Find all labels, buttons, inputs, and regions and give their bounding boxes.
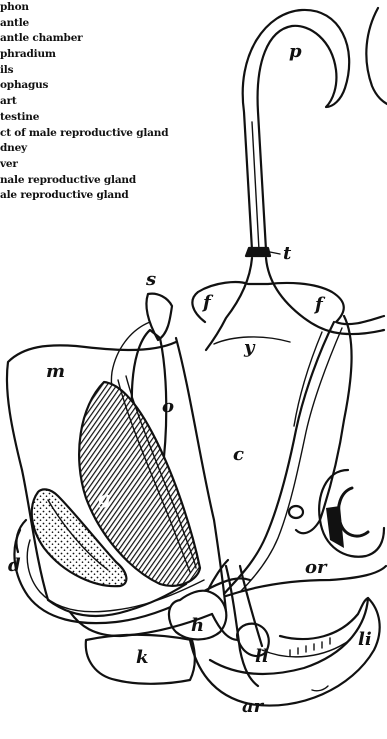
right-node	[289, 506, 303, 518]
edge-curve	[366, 8, 387, 104]
siphon-base	[246, 248, 270, 256]
label-g: g	[98, 488, 111, 509]
d-pointer	[16, 520, 26, 552]
siphon-inner-line	[252, 122, 259, 250]
label-o: o	[162, 396, 174, 417]
label-m: m	[46, 361, 65, 382]
label-c: c	[233, 444, 244, 465]
vessel-2	[240, 566, 262, 646]
right-lobe	[296, 316, 352, 533]
label-k: k	[136, 647, 148, 668]
label-h: h	[191, 615, 204, 636]
label-p: p	[289, 41, 302, 62]
label-f-right: f	[313, 294, 326, 315]
label-d: d	[8, 555, 21, 576]
label-t: t	[283, 243, 292, 264]
pointer-line-t	[270, 252, 280, 254]
right-band-inner	[240, 328, 342, 592]
s-process	[146, 294, 172, 340]
funnel	[206, 258, 384, 350]
label-or: or	[305, 557, 328, 578]
heart-pointer	[208, 560, 228, 590]
label-li: li	[358, 629, 372, 650]
label-s: s	[145, 269, 156, 290]
coil-inner	[339, 488, 369, 536]
right-band-inner-2	[294, 332, 322, 426]
label-ar: ar	[242, 696, 265, 717]
label-y: y	[243, 337, 256, 358]
small-mark	[312, 686, 328, 691]
label-f-left: f	[201, 292, 214, 313]
label-ll: ll	[255, 646, 269, 667]
